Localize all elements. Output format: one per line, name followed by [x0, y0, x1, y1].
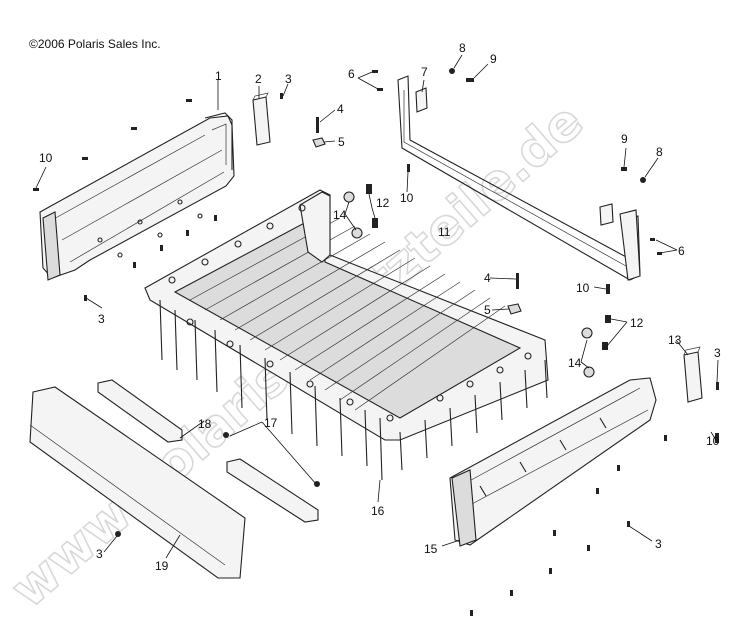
part-stiffener-lower [226, 458, 319, 523]
callout-2: 2 [255, 72, 262, 86]
callout-leaders [35, 54, 719, 559]
callout-19: 19 [155, 559, 169, 573]
callout-17: 17 [264, 416, 278, 430]
callout-10-right: 10 [706, 434, 720, 448]
callout-12-top: 12 [376, 196, 390, 210]
callout-8-top: 8 [459, 41, 466, 55]
callout-9-right: 9 [621, 132, 628, 146]
callout-3-bottom-left: 3 [96, 547, 103, 561]
callout-4-mid: 4 [484, 271, 491, 285]
part-cargo-tub [144, 189, 549, 481]
callout-labels: 1 2 3 4 5 6 7 8 9 10 10 11 12 14 9 8 6 4… [39, 41, 721, 573]
part-tailgate-panel [29, 386, 246, 579]
callout-4-top: 4 [337, 102, 344, 116]
callout-8-right: 8 [656, 145, 663, 159]
part-left-end-cap [252, 92, 271, 146]
callout-3-bottom-right: 3 [655, 537, 662, 551]
callout-11: 11 [438, 225, 451, 239]
tub-rim-holes [168, 204, 532, 422]
callout-14-top: 14 [333, 208, 347, 222]
callout-3-right: 3 [714, 346, 721, 360]
callout-3-left: 3 [98, 312, 105, 326]
callout-5-top: 5 [338, 135, 345, 149]
callout-3-top: 3 [285, 72, 292, 86]
callout-5-mid: 5 [484, 303, 491, 317]
part-right-end-cap [683, 346, 703, 403]
callout-12-right: 12 [630, 316, 644, 330]
callout-9-top: 9 [490, 52, 497, 66]
callout-1: 1 [215, 69, 222, 83]
part-stiffener-upper [97, 379, 183, 443]
part-right-side-panel [449, 377, 657, 547]
callout-16: 16 [371, 504, 385, 518]
callout-13: 13 [668, 333, 682, 347]
part-left-side-panel [39, 112, 235, 281]
callout-7: 7 [421, 65, 428, 79]
callout-14-right: 14 [568, 356, 582, 370]
hardware-fasteners [33, 68, 719, 616]
part-bracket-7 [415, 87, 428, 113]
copyright-text: ©2006 Polaris Sales Inc. [29, 37, 161, 51]
callout-10-mid: 10 [400, 191, 414, 205]
part-clip-upper [599, 203, 614, 226]
part-front-rail [397, 75, 641, 281]
callout-6-top: 6 [348, 67, 355, 81]
callout-18: 18 [198, 417, 212, 431]
callout-15: 15 [424, 542, 438, 556]
callout-10-left: 10 [39, 151, 53, 165]
callout-6-right: 6 [678, 244, 685, 258]
callout-10-right-mid: 10 [576, 281, 590, 295]
